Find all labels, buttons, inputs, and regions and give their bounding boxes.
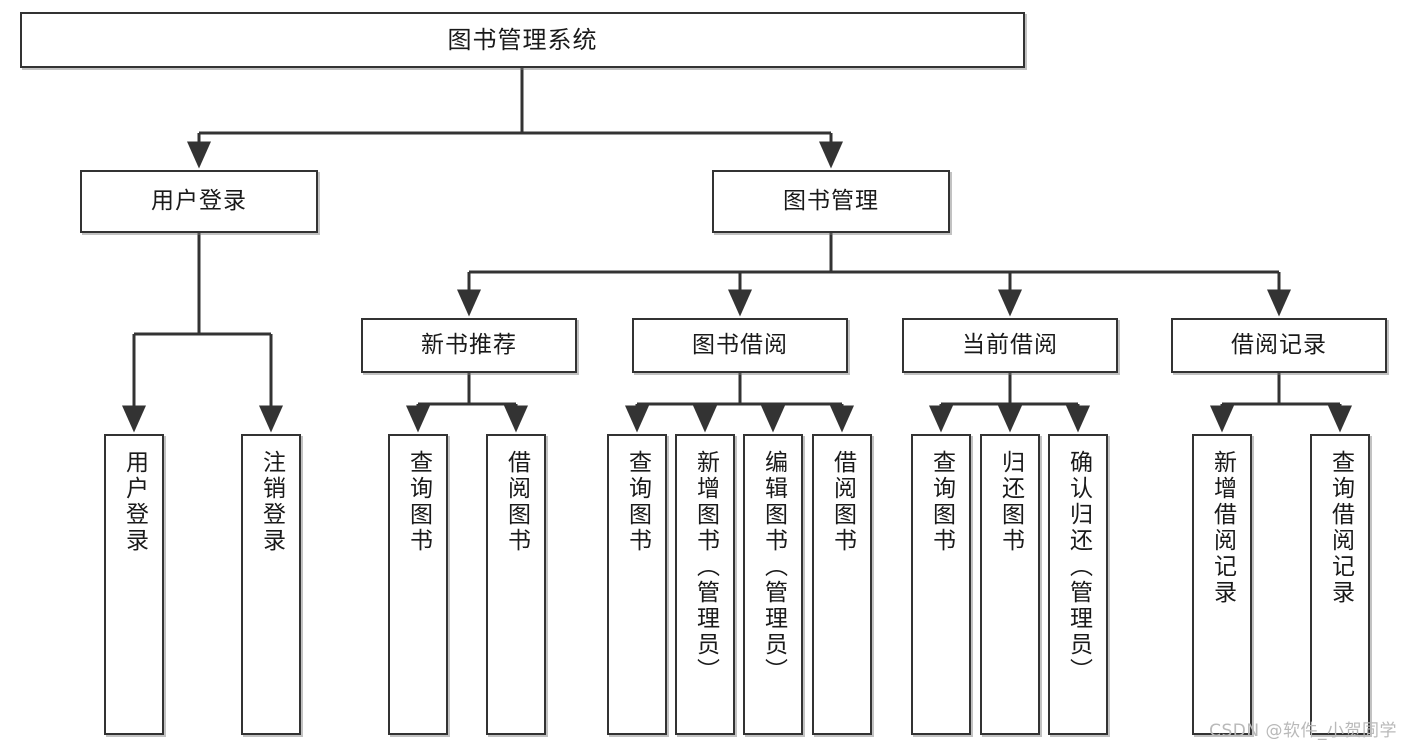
leaf-current-confirm-return-admin[interactable]: 确认归还（管理员） bbox=[1048, 434, 1108, 735]
leaf-borrow-borrow-book[interactable]: 借阅图书 bbox=[812, 434, 872, 735]
node-label: 借阅图书 bbox=[829, 450, 856, 554]
leaf-logout[interactable]: 注销登录 bbox=[241, 434, 301, 735]
node-label: 确认归还（管理员） bbox=[1065, 450, 1092, 684]
edge-root-to-level2 bbox=[187, 68, 843, 169]
node-current-borrow[interactable]: 当前借阅 bbox=[902, 318, 1118, 373]
edge-userlogin-to-leaves bbox=[122, 233, 283, 433]
node-label: 查询图书 bbox=[405, 450, 432, 554]
leaf-record-query-borrow-record[interactable]: 查询借阅记录 bbox=[1310, 434, 1370, 735]
node-borrow-record[interactable]: 借阅记录 bbox=[1171, 318, 1387, 373]
node-label: 新增图书（管理员） bbox=[692, 450, 719, 684]
leaf-current-query-book[interactable]: 查询图书 bbox=[911, 434, 971, 735]
node-label: 归还图书 bbox=[997, 450, 1024, 554]
edge-record-to-leaves bbox=[1210, 373, 1352, 433]
node-label: 当前借阅 bbox=[962, 331, 1058, 358]
node-label: 图书管理系统 bbox=[447, 25, 598, 54]
node-label: 查询图书 bbox=[624, 450, 651, 554]
node-label: 查询借阅记录 bbox=[1327, 450, 1354, 606]
node-book-management[interactable]: 图书管理 bbox=[712, 170, 950, 233]
watermark-text: CSDN @软件_小贺同学 bbox=[1209, 721, 1397, 741]
node-label: 图书管理 bbox=[783, 187, 879, 214]
edge-borrow-to-leaves bbox=[625, 373, 854, 433]
node-label: 图书借阅 bbox=[692, 331, 788, 358]
node-root-book-management-system[interactable]: 图书管理系统 bbox=[20, 12, 1025, 68]
leaf-recommend-query-book[interactable]: 查询图书 bbox=[388, 434, 448, 735]
node-label: 编辑图书（管理员） bbox=[760, 450, 787, 684]
node-new-book-recommend[interactable]: 新书推荐 bbox=[361, 318, 577, 373]
node-label: 用户登录 bbox=[121, 450, 148, 554]
edge-current-to-leaves bbox=[929, 373, 1090, 433]
node-user-login[interactable]: 用户登录 bbox=[80, 170, 318, 233]
node-label: 借阅图书 bbox=[503, 450, 530, 554]
edge-bookmgmt-to-level3 bbox=[457, 233, 1291, 317]
leaf-user-login[interactable]: 用户登录 bbox=[104, 434, 164, 735]
leaf-record-add-borrow-record[interactable]: 新增借阅记录 bbox=[1192, 434, 1252, 735]
node-label: 查询图书 bbox=[928, 450, 955, 554]
leaf-current-return-book[interactable]: 归还图书 bbox=[980, 434, 1040, 735]
leaf-borrow-edit-book-admin[interactable]: 编辑图书（管理员） bbox=[743, 434, 803, 735]
node-book-borrow[interactable]: 图书借阅 bbox=[632, 318, 848, 373]
leaf-borrow-query-book[interactable]: 查询图书 bbox=[607, 434, 667, 735]
edge-recommend-to-leaves bbox=[406, 373, 528, 433]
leaf-borrow-add-book-admin[interactable]: 新增图书（管理员） bbox=[675, 434, 735, 735]
node-label: 注销登录 bbox=[258, 450, 285, 554]
node-label: 新增借阅记录 bbox=[1209, 450, 1236, 606]
leaf-recommend-borrow-book[interactable]: 借阅图书 bbox=[486, 434, 546, 735]
node-label: 借阅记录 bbox=[1231, 331, 1327, 358]
node-label: 新书推荐 bbox=[421, 331, 517, 358]
node-label: 用户登录 bbox=[151, 187, 247, 214]
